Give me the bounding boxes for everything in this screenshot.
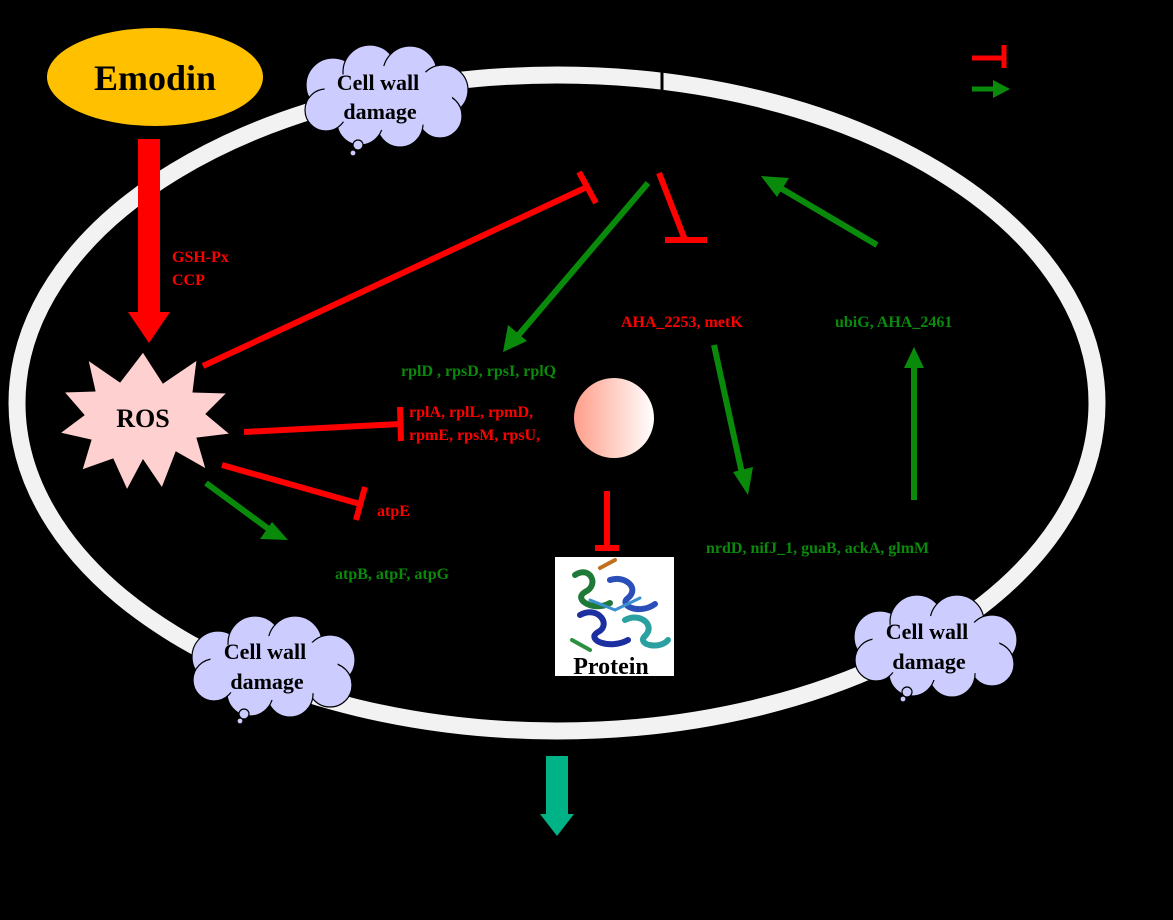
- cloud-bottom-right: Cell wall damage: [853, 594, 1018, 703]
- emodin-to-ros-arrow: [128, 139, 170, 343]
- ros-node: ROS: [58, 351, 232, 492]
- genes-ribosomal-down-line2: rpmE, rpsM, rpsU,: [409, 427, 540, 444]
- genes-atp-up: atpB, atpF, atpG: [335, 566, 450, 583]
- protein-node: Protein: [555, 557, 674, 680]
- ros-promote-atp: [204, 480, 288, 540]
- cell-wall-ellipse: [8, 66, 1106, 740]
- emodin-label: Emodin: [94, 58, 216, 98]
- cloud-bottom-left-line2: damage: [230, 669, 304, 694]
- ros-starburst: [58, 351, 232, 492]
- ros-inhibit-top: [201, 170, 599, 369]
- output-arrow: [540, 756, 574, 836]
- ros-inhibit-ribosomal: [243, 406, 404, 442]
- ros-inhibit-atpe: [221, 462, 368, 521]
- genes-ribosomal-down-line1: rplA, rplL, rpmD,: [409, 404, 533, 421]
- cloud-bottom-left-line1: Cell wall: [224, 639, 307, 664]
- legend-inhibit-symbol: [972, 45, 1007, 68]
- genes-metabolism-down: AHA_2253, metK: [621, 314, 743, 331]
- genes-atp-down: atpE: [377, 503, 410, 520]
- cloud-top: Cell wall damage: [304, 44, 469, 157]
- genes-ubiquinone-up: ubiG, AHA_2461: [835, 314, 952, 331]
- enzyme-ccp: CCP: [172, 272, 205, 289]
- top-promote-ribosomal: [503, 181, 651, 352]
- cloud-bottom-right-line2: damage: [892, 649, 966, 674]
- emodin-node: Emodin: [47, 28, 263, 126]
- enzyme-gshpx: GSH-Px: [172, 249, 229, 266]
- nrdd-promote-ubi: [904, 347, 924, 500]
- ubi-promote-top: [761, 176, 879, 248]
- protein-structure-icon: [570, 558, 671, 652]
- genes-ribosomal-up: rplD , rpsD, rpsI, rplQ: [401, 363, 556, 380]
- cloud-top-line2: damage: [343, 99, 417, 124]
- protein-label: Protein: [573, 654, 649, 680]
- cloud-top-line1: Cell wall: [337, 70, 420, 95]
- cloud-bottom-right-line1: Cell wall: [886, 619, 969, 644]
- cloud-bottom-left: Cell wall damage: [191, 615, 356, 725]
- legend-promote-symbol: [972, 80, 1010, 98]
- ros-label: ROS: [116, 404, 169, 433]
- metabolism-promote-nrdd: [711, 344, 753, 495]
- top-inhibit-metabolism: [656, 171, 707, 243]
- genes-metabolism-up: nrdD, nifJ_1, guaB, ackA, glmM: [706, 540, 929, 557]
- ribosome-circle: [574, 378, 654, 458]
- ribosome-inhibit-protein: [595, 491, 619, 551]
